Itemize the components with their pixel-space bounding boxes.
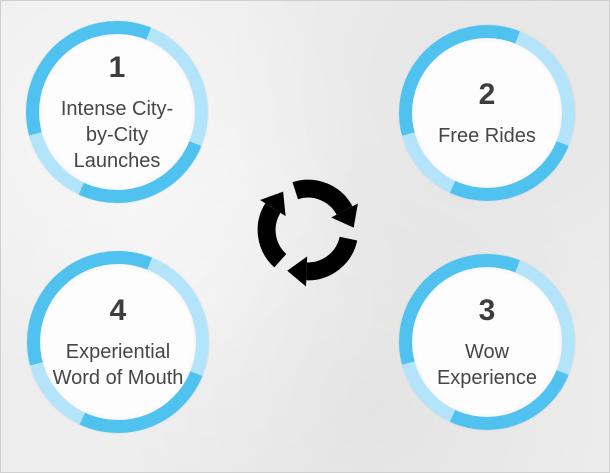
node-body: 3 Wow Experience <box>412 267 562 417</box>
cycle-node-4: 4 Experiential Word of Mouth <box>27 251 209 433</box>
node-number: 4 <box>109 293 127 327</box>
node-number: 3 <box>478 293 496 327</box>
cycle-node-2: 2 Free Rides <box>399 25 575 201</box>
node-label: Wow Experience <box>436 340 538 389</box>
node-number: 1 <box>108 50 126 84</box>
node-body: 1 Intense City-by-City Launches <box>39 34 195 190</box>
node-label: Intense City-by-City Launches <box>60 97 174 172</box>
node-label: Free Rides <box>438 124 536 147</box>
node-label: Experiential Word of Mouth <box>52 340 184 389</box>
node-body: 4 Experiential Word of Mouth <box>40 264 196 420</box>
node-number: 2 <box>478 77 496 111</box>
cycle-arrows-icon <box>215 150 401 310</box>
cycle-node-3: 3 Wow Experience <box>399 254 575 430</box>
node-body: 2 Free Rides <box>412 38 562 188</box>
cycle-node-1: 1 Intense City-by-City Launches <box>26 21 208 203</box>
